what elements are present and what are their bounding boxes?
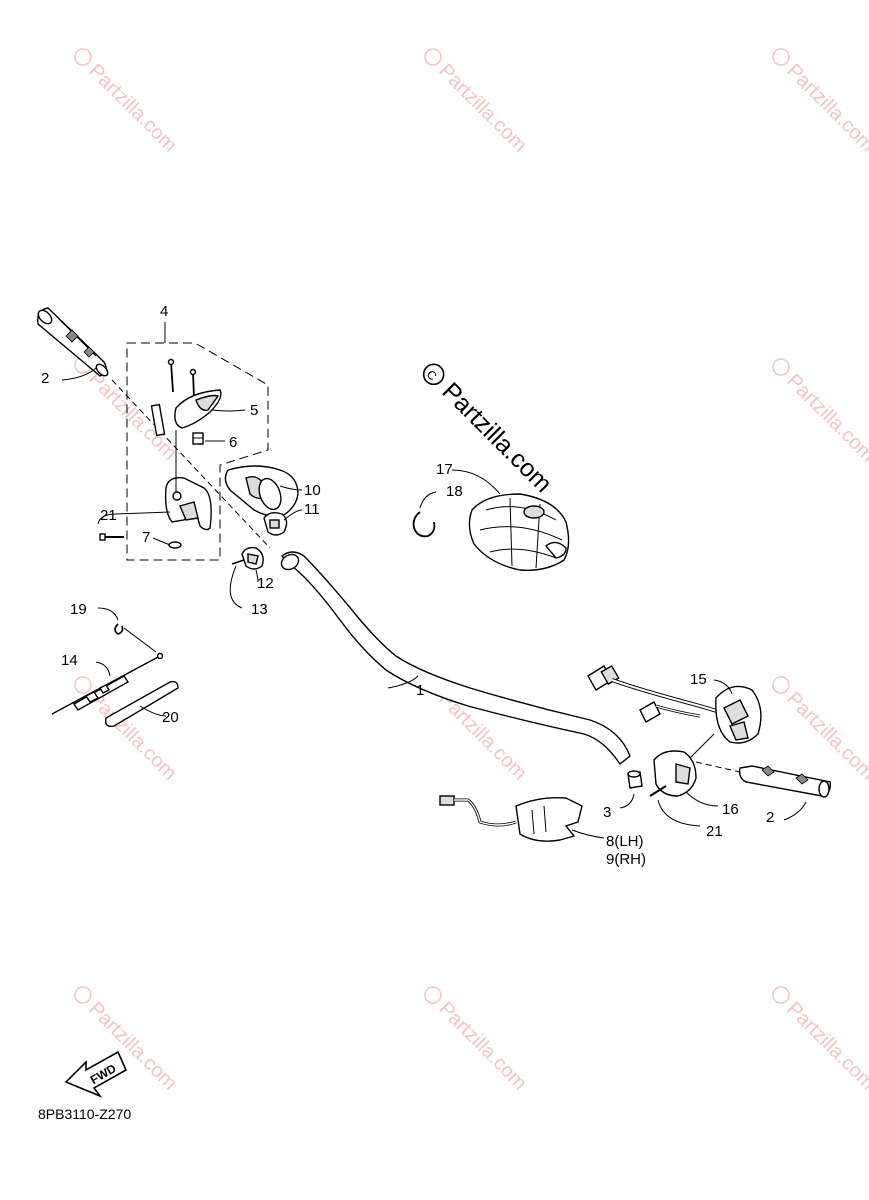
nut xyxy=(192,432,204,445)
leader-line xyxy=(211,409,246,412)
callout-6: 6 xyxy=(229,434,237,451)
watermark: Partzilla.com xyxy=(772,358,869,467)
callout-14: 14 xyxy=(61,652,78,669)
leader-line xyxy=(152,537,171,546)
handlebar-cover xyxy=(224,465,299,518)
callout-8: 8(LH) xyxy=(606,833,644,850)
watermark-text: Partzilla.com xyxy=(782,998,869,1095)
right-grip xyxy=(738,765,832,798)
callout-1: 1 xyxy=(416,682,424,699)
left-grip xyxy=(37,307,109,377)
watermark: Partzilla.com xyxy=(74,356,181,465)
watermark-text: Partzilla.com xyxy=(84,368,181,465)
leader-line xyxy=(571,829,605,839)
handlebar xyxy=(280,551,631,766)
leader-line xyxy=(97,511,171,525)
retaining-ring xyxy=(412,511,436,538)
watermark: Partzilla.com xyxy=(74,48,181,157)
throttle-housing xyxy=(164,430,212,531)
diagram-code: 8PB3110-Z270 xyxy=(38,1106,131,1122)
leader-line xyxy=(95,661,111,677)
leader-line xyxy=(139,705,167,717)
rubber-tube xyxy=(104,680,179,728)
callout-4: 4 xyxy=(160,303,168,320)
leader-line xyxy=(61,367,97,381)
leader-line xyxy=(713,679,733,695)
callout-13: 13 xyxy=(251,601,268,618)
forward-arrow-icon: FWD xyxy=(64,1050,128,1098)
handlebar-pad xyxy=(468,493,570,571)
callout-3: 3 xyxy=(603,804,611,821)
watermark-text: Partzilla.com xyxy=(782,60,869,157)
callout-10: 10 xyxy=(304,482,321,499)
throttle-cable xyxy=(51,623,164,715)
assembly-outline xyxy=(126,342,269,561)
leader-line xyxy=(419,491,437,509)
leader-line xyxy=(387,675,419,689)
callout-11: 11 xyxy=(304,501,320,518)
callout-18: 18 xyxy=(446,483,463,500)
washer xyxy=(168,541,182,549)
grip-heater xyxy=(439,795,583,842)
collar xyxy=(627,770,643,789)
leader-line xyxy=(783,801,807,821)
switch-housing xyxy=(653,750,697,797)
callout-2-left: 2 xyxy=(41,370,49,387)
screw xyxy=(99,533,124,541)
callout-16: 16 xyxy=(722,801,739,818)
center-watermark-text: Partzilla.com xyxy=(436,377,557,498)
screw xyxy=(649,785,667,797)
switch-wiring xyxy=(587,664,762,779)
watermark-text: Partzilla.com xyxy=(782,688,869,785)
handlebar-switch xyxy=(263,511,288,536)
leader-line xyxy=(657,799,701,827)
watermark: Partzilla.com xyxy=(772,48,869,157)
callout-12: 12 xyxy=(257,575,274,592)
watermark-text: Partzilla.com xyxy=(434,998,531,1095)
leader-line xyxy=(255,569,259,583)
callout-19: 19 xyxy=(70,601,87,618)
callout-21-left: 21 xyxy=(100,507,117,524)
watermark-text: Partzilla.com xyxy=(434,60,531,157)
axis-line xyxy=(111,379,271,549)
leader-line xyxy=(685,791,719,807)
watermark-text: Partzilla.com xyxy=(782,370,869,467)
leader-line xyxy=(283,509,303,521)
leader-line xyxy=(619,793,635,809)
watermark: Partzilla.com xyxy=(424,48,531,157)
leader-line xyxy=(97,607,119,621)
callout-2-right: 2 xyxy=(766,809,774,826)
cable-clamp xyxy=(231,546,264,570)
leader-line xyxy=(229,565,243,609)
leader-line xyxy=(451,469,501,495)
watermark: Partzilla.com xyxy=(772,676,869,785)
watermark-layer: Partzilla.com Partzilla.com Partzilla.co… xyxy=(74,48,869,1095)
callout-21-right: 21 xyxy=(706,823,723,840)
watermark: Partzilla.com xyxy=(424,986,531,1095)
callout-7: 7 xyxy=(142,529,150,546)
callout-17: 17 xyxy=(436,461,453,478)
callout-20: 20 xyxy=(162,709,179,726)
throttle-lever xyxy=(150,358,222,437)
watermark: Partzilla.com xyxy=(772,986,869,1095)
leader-line xyxy=(279,485,303,491)
callout-5: 5 xyxy=(250,402,258,419)
callout-15: 15 xyxy=(690,671,707,688)
callout-9: 9(RH) xyxy=(606,851,646,868)
axis-line xyxy=(695,761,741,773)
watermark-text: Partzilla.com xyxy=(84,60,181,157)
